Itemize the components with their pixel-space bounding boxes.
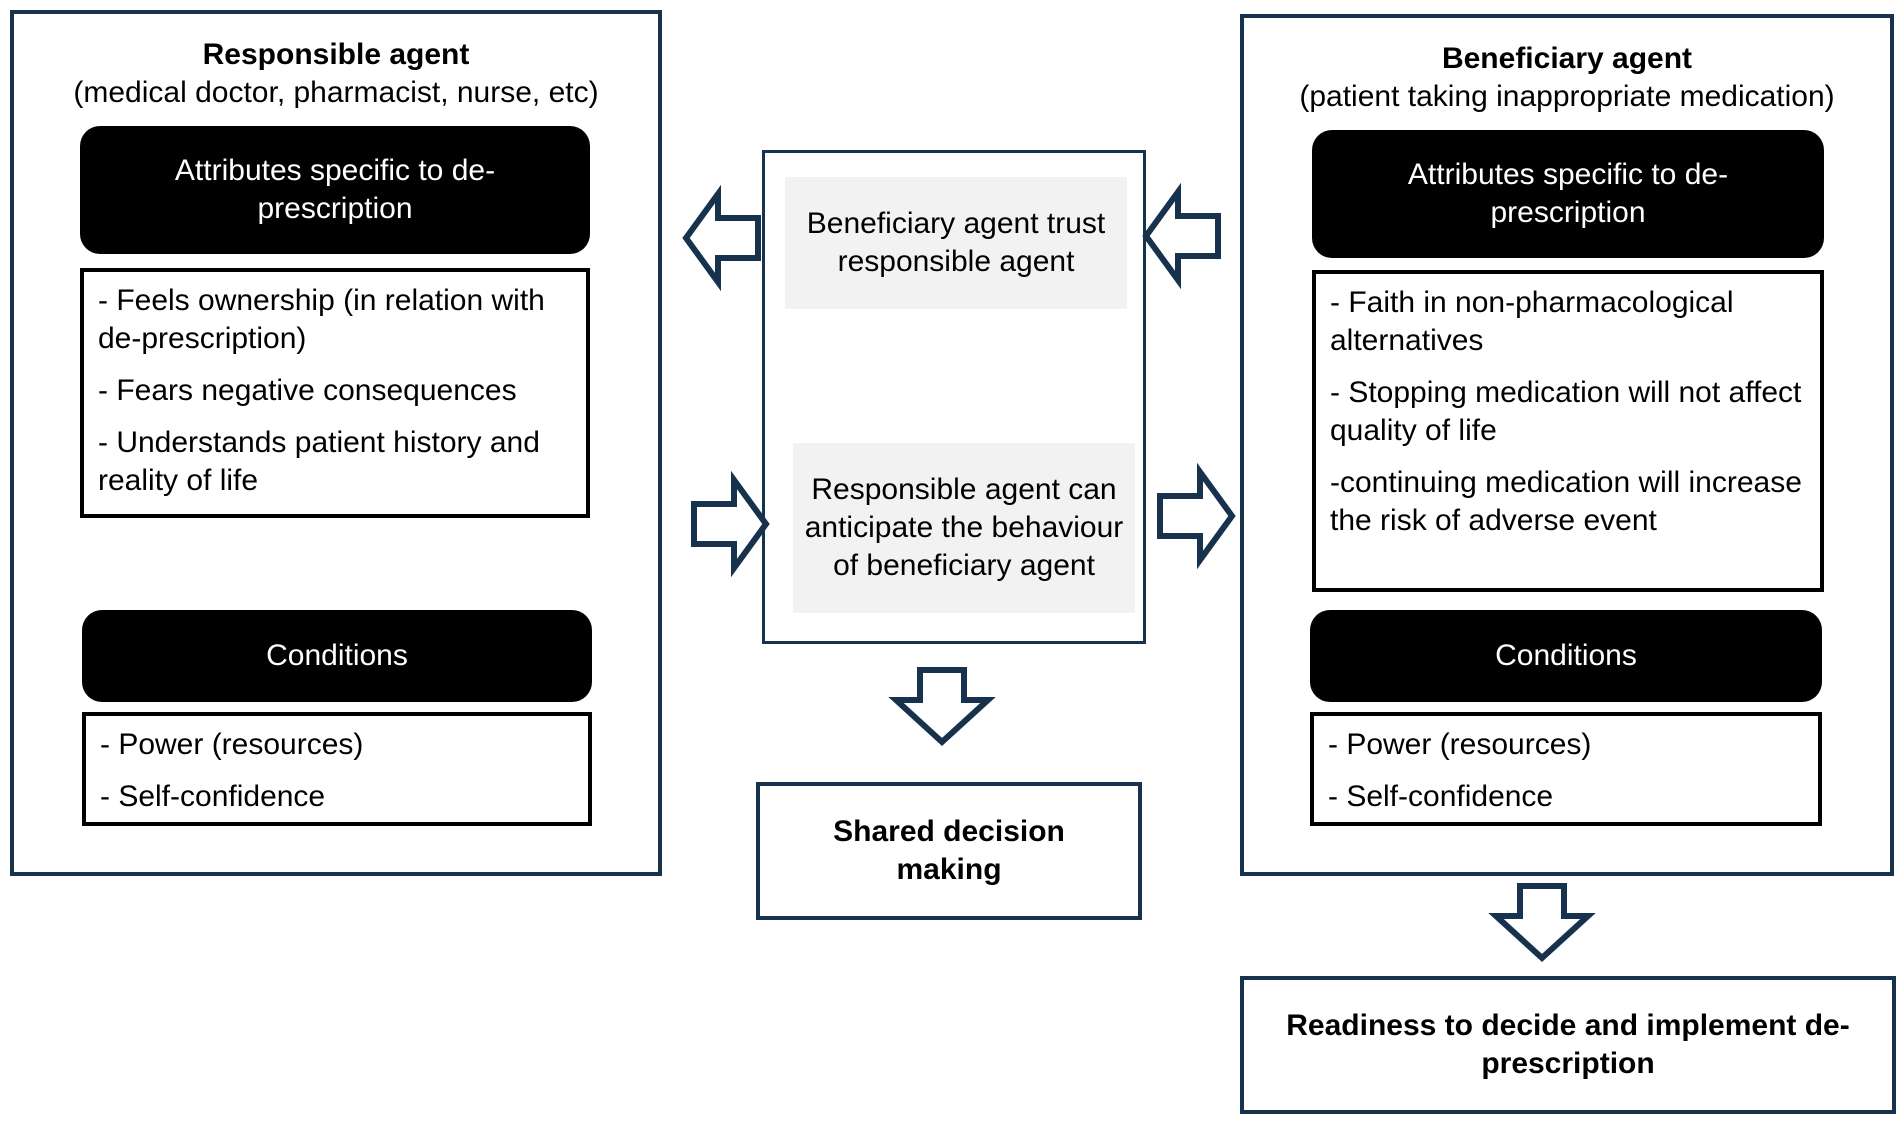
beneficiary-conditions-list: - Power (resources) - Self-confidence bbox=[1310, 712, 1822, 826]
list-item: - Understands patient history and realit… bbox=[98, 426, 540, 497]
list-item: - Power (resources) bbox=[1328, 728, 1592, 761]
interaction-box: Beneficiary agent trust responsible agen… bbox=[762, 150, 1146, 644]
responsible-agent-panel: Responsible agent (medical doctor, pharm… bbox=[10, 10, 662, 876]
list-item: - Feels ownership (in relation with de-p… bbox=[98, 284, 545, 355]
beneficiary-agent-subtitle: (patient taking inappropriate medication… bbox=[1299, 80, 1835, 113]
arrow-right-icon bbox=[691, 470, 770, 578]
beneficiary-conditions-header: Conditions bbox=[1310, 610, 1822, 702]
list-item: -continuing medication will increase the… bbox=[1330, 466, 1802, 537]
responsible-conditions-header: Conditions bbox=[82, 610, 592, 702]
readiness-box: Readiness to decide and implement de-pre… bbox=[1240, 976, 1896, 1114]
beneficiary-attributes-list: - Faith in non-pharmacological alternati… bbox=[1312, 270, 1824, 592]
beneficiary-agent-title: Beneficiary agent bbox=[1441, 42, 1693, 75]
list-item: - Stopping medication will not affect qu… bbox=[1330, 376, 1802, 447]
arrow-down-icon bbox=[1488, 883, 1596, 963]
responsible-agent-heading: Responsible agent (medical doctor, pharm… bbox=[14, 36, 658, 112]
responsible-attributes-list: - Feels ownership (in relation with de-p… bbox=[80, 268, 590, 518]
shared-decision-box: Shared decision making bbox=[756, 782, 1142, 920]
arrow-left-icon bbox=[1142, 182, 1221, 290]
beneficiary-agent-heading: Beneficiary agent (patient taking inappr… bbox=[1244, 40, 1890, 116]
beneficiary-attributes-header: Attributes specific to de-prescription bbox=[1312, 130, 1824, 258]
responsible-conditions-list: - Power (resources) - Self-confidence bbox=[82, 712, 592, 826]
beneficiary-agent-panel: Beneficiary agent (patient taking inappr… bbox=[1240, 14, 1894, 876]
arrow-right-icon bbox=[1157, 462, 1236, 570]
trust-statement: Beneficiary agent trust responsible agen… bbox=[785, 177, 1127, 309]
responsible-agent-title: Responsible agent bbox=[202, 38, 470, 71]
list-item: - Fears negative consequences bbox=[98, 374, 517, 407]
anticipate-statement: Responsible agent can anticipate the beh… bbox=[793, 443, 1135, 613]
list-item: - Self-confidence bbox=[1328, 780, 1554, 813]
responsible-agent-subtitle: (medical doctor, pharmacist, nurse, etc) bbox=[73, 76, 599, 109]
list-item: - Faith in non-pharmacological alternati… bbox=[1330, 286, 1734, 357]
list-item: - Power (resources) bbox=[100, 728, 364, 761]
responsible-attributes-header: Attributes specific to de-prescription bbox=[80, 126, 590, 254]
list-item: - Self-confidence bbox=[100, 780, 326, 813]
arrow-down-icon bbox=[888, 667, 996, 747]
arrow-left-icon bbox=[682, 184, 761, 292]
